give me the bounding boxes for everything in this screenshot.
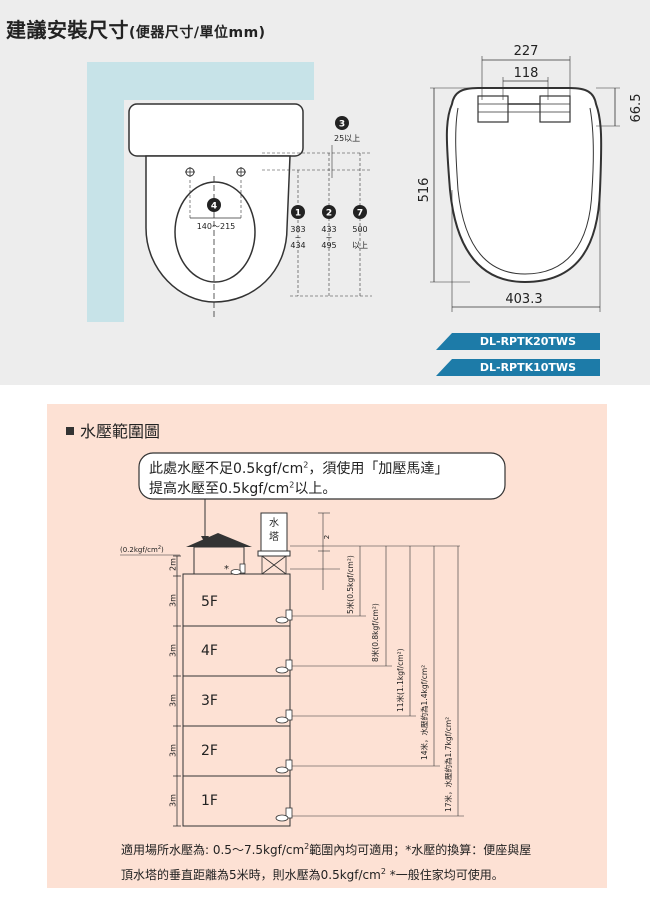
toilet-icon-3f	[275, 709, 293, 724]
model-tag-2: DL-RPTK10TWS	[436, 359, 600, 376]
callout-2-num: 2	[326, 209, 332, 219]
callout-3-badge	[335, 116, 349, 130]
floor-label-1f: 1F	[201, 793, 218, 809]
roof-pressure: (0.2kgf/cm2)	[120, 545, 164, 554]
dim-66-5: 66.5	[629, 94, 644, 123]
height-label-roof: 2m	[168, 558, 178, 571]
callout-4-num: 4	[211, 202, 217, 212]
pressure-label-5m: 5米(0.5kgf/cm²)	[346, 555, 355, 614]
title-subtitle: (便器尺寸/單位mm)	[129, 25, 266, 41]
callout-4-text: 140〜215	[197, 222, 236, 231]
note-box-outline	[138, 452, 506, 500]
dim-118: 118	[514, 66, 539, 81]
pressure-label-11m: 11米(1.1kgf/cm²)	[396, 648, 405, 712]
bullet-square	[66, 426, 74, 435]
callout-7-bottom: 以上	[352, 241, 368, 250]
callout-7-num: 7	[357, 209, 363, 219]
height-label-4f: 3m	[168, 644, 178, 657]
title-main: 建議安裝尺寸	[6, 18, 129, 42]
footer-line-2: 頂水塔的垂直距離為5米時，則水壓為0.5kgf/cm2 *一般住家均可使用。	[121, 867, 504, 882]
callout-7-top: 500	[352, 225, 367, 234]
dim-227: 227	[514, 44, 539, 59]
seat-side-inner	[455, 107, 594, 275]
toilet-icon-roof	[230, 563, 246, 575]
footer-note: 適用場所水壓為: 0.5〜7.5kgf/cm2範圍內均可適用；*水壓的換算：便座…	[121, 836, 591, 886]
pressure-label-14m: 14米，水壓約為1.4kgf/cm²	[420, 664, 429, 760]
note-box: 此處水壓不足0.5kgf/cm2，須使用「加壓馬達」 提高水壓至0.5kgf/c…	[139, 453, 505, 499]
dim-516: 516	[417, 178, 432, 203]
height-label-3f: 3m	[168, 694, 178, 707]
seat-opening	[174, 181, 256, 283]
height-label-5f: 3m	[168, 594, 178, 607]
floor-label-3f: 3F	[201, 693, 218, 709]
tower-label-2: 塔	[269, 530, 279, 543]
roof-house	[186, 533, 252, 547]
callout-1-tilde: ~	[295, 233, 302, 242]
floor-label-4f: 4F	[201, 643, 218, 659]
floor-label-5f: 5F	[201, 594, 218, 610]
note-line-1: 此處水壓不足0.5kgf/cm2，須使用「加壓馬達」	[149, 460, 449, 477]
model-tag-1: DL-RPTK20TWS	[436, 333, 600, 350]
hinge-right	[539, 95, 571, 123]
wall-shape	[87, 62, 314, 322]
seat-side-outline	[445, 87, 603, 284]
toilet-icon-1f	[275, 807, 293, 822]
toilet-icon-5f	[275, 609, 293, 624]
footer-line-1: 適用場所水壓為: 0.5〜7.5kgf/cm2範圍內均可適用；*水壓的換算：便座…	[121, 842, 532, 857]
dim-403-3: 403.3	[505, 292, 542, 307]
note-line-2: 提高水壓至0.5kgf/cm2以上。	[149, 480, 337, 497]
roof-star: *	[224, 564, 229, 575]
callout-1-badge	[291, 205, 305, 219]
callout-4-badge	[207, 198, 221, 212]
callout-3-text: 25以上	[334, 134, 360, 143]
water-tower-box	[260, 512, 288, 552]
callout-2-badge	[322, 205, 336, 219]
callout-7-badge	[353, 205, 367, 219]
height-label-1f: 3m	[168, 794, 178, 807]
page-title: 建議安裝尺寸(便器尺寸/單位mm)	[6, 14, 266, 43]
section-title: 水壓範圍圖	[66, 418, 160, 442]
height-label-2f: 3m	[168, 744, 178, 757]
callout-1-bottom: 434	[290, 241, 305, 250]
pressure-label-8m: 8米(0.8kgf/cm²)	[371, 603, 380, 662]
floor-label-2f: 2F	[201, 743, 218, 759]
tower-label-1: 水	[269, 517, 279, 529]
hinge-left	[477, 95, 509, 123]
callout-2-tilde: ~	[326, 233, 333, 242]
tower-dim: 2	[323, 535, 331, 539]
toilet-icon-2f	[275, 759, 293, 774]
building-outline	[182, 573, 291, 827]
callout-2-bottom: 495	[321, 241, 336, 250]
pressure-label-17m: 17米，水壓約為1.7kgf/cm²	[444, 716, 453, 812]
callout-1-num: 1	[295, 209, 301, 219]
callout-1-top: 383	[290, 225, 305, 234]
installation-diagram: 4 140〜215 3 25以上 1 383 ~ 434 2 433 ~ 495…	[87, 44, 644, 322]
section-title-text: 水壓範圍圖	[80, 422, 161, 441]
toilet-icon-4f	[275, 659, 293, 674]
callout-2-top: 433	[321, 225, 336, 234]
callout-3-num: 3	[339, 120, 345, 130]
